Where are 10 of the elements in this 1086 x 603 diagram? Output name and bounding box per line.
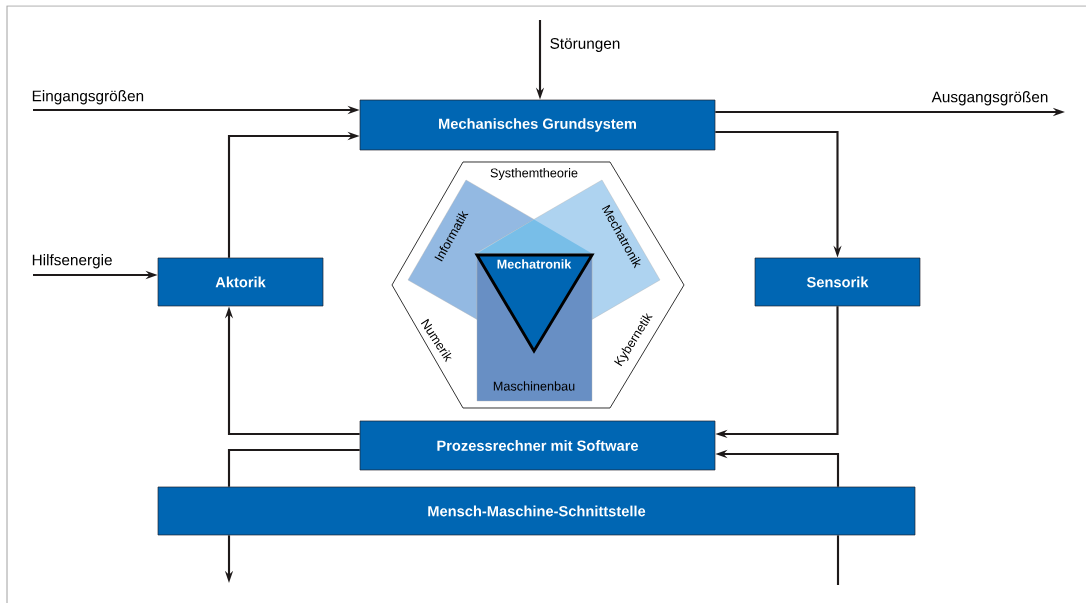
process-box: Sensorik xyxy=(754,257,921,307)
edge-label: Eingangsgrößen xyxy=(32,90,144,105)
process-box: Prozessrechner mit Software xyxy=(359,420,716,471)
edge-label: Ausgangsgrößen xyxy=(931,91,1048,106)
edge-label: Störungen xyxy=(550,38,620,52)
process-box: Mechanisches Grundsystem xyxy=(359,99,716,151)
process-box: Aktorik xyxy=(157,257,324,307)
hexagon-label: Systhemtheorie xyxy=(490,168,578,180)
process-box: Mensch-Maschine-Schnittstelle xyxy=(157,486,916,536)
edge-label: Hilfsenergie xyxy=(32,254,112,269)
